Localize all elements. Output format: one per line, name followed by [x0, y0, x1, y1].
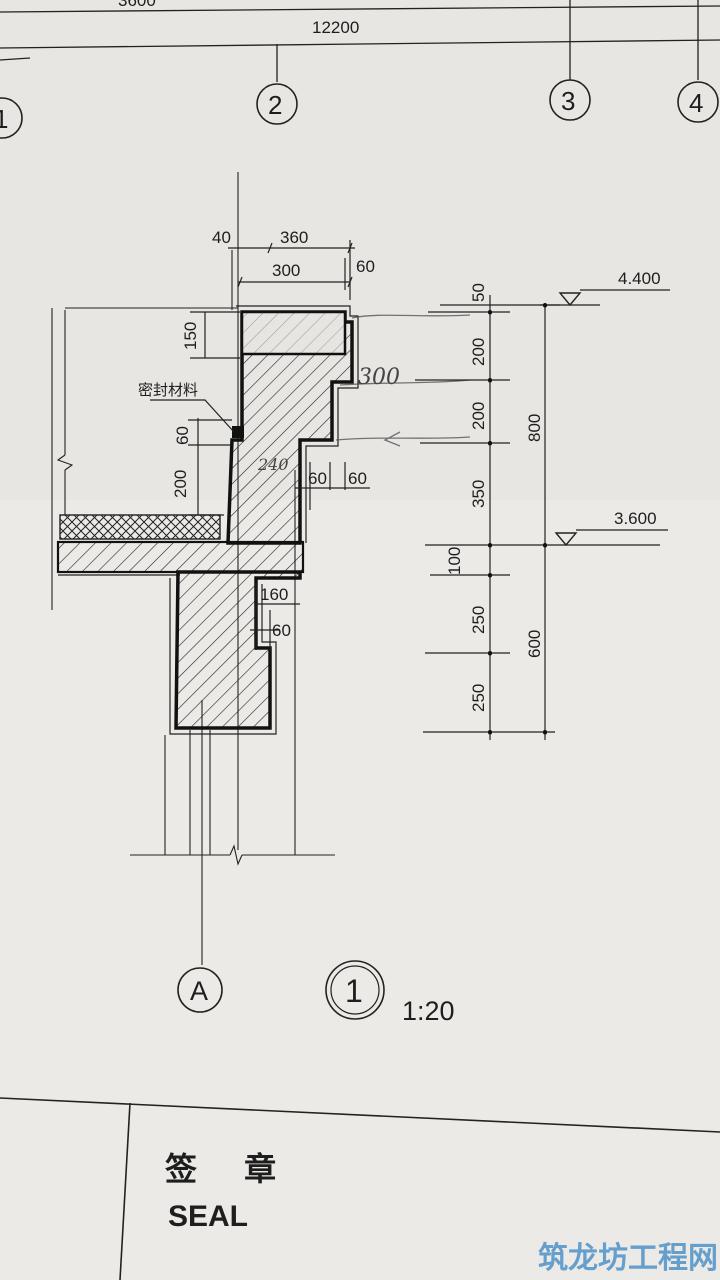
dim-top-clipped: 3600: [118, 0, 156, 10]
elevation-marker-mid: 3.600: [554, 509, 668, 547]
dim-seg-250a: 250: [469, 606, 488, 634]
right-dimension-ticks: [488, 303, 547, 735]
dim-step-60: 60: [308, 469, 327, 488]
axis-bubble-1: 1: [0, 97, 23, 139]
watermark: 筑龙坊工程网: [538, 1241, 718, 1276]
parapet-section: [226, 305, 359, 545]
seal-label-cn: 签 章: [165, 1150, 294, 1188]
dim-inner-300: 300: [272, 261, 300, 280]
sealant-label: 密封材料: [138, 382, 198, 399]
pencil-note-upper: 300: [358, 365, 400, 390]
axis-bubble-3-label: 3: [561, 86, 575, 116]
dim-total-12200: 12200: [312, 18, 359, 37]
axis-bubble-a: A: [177, 967, 223, 1013]
dim-beam-160: 160: [260, 585, 288, 604]
dim-outer-360: 360: [280, 228, 308, 247]
dim-offset-40: 40: [212, 228, 231, 247]
dim-seg-50: 50: [469, 283, 488, 302]
sealant-block: [232, 426, 244, 438]
dim-step2-60: 60: [348, 469, 367, 488]
seal-label-en: SEAL: [168, 1200, 248, 1233]
dim-seg-250b: 250: [469, 684, 488, 712]
dim-top-band-150: 150: [181, 322, 200, 350]
dim-lower-200: 200: [171, 470, 190, 498]
header-dimensions: [0, 0, 720, 82]
axis-bubble-4-label: 4: [689, 88, 703, 118]
axis-bubble-1-label: 1: [0, 104, 8, 134]
axis-bubble-2-label: 2: [268, 90, 282, 120]
pencil-annotations: [335, 314, 471, 447]
detail-number-bubble: 1: [325, 960, 385, 1020]
sealant-leader: [150, 399, 235, 433]
dim-seal-gap-60: 60: [173, 426, 192, 445]
roof-slab: [56, 540, 305, 576]
elevation-top-label: 4.400: [618, 269, 661, 288]
left-dimension-lines: [188, 311, 240, 516]
elevation-mid-label: 3.600: [614, 509, 657, 528]
dim-seg-350: 350: [469, 480, 488, 508]
width-dimension-lines: [228, 240, 355, 300]
axis-bubble-3: 3: [549, 79, 591, 121]
step-dimension-lines: [250, 462, 370, 650]
dim-seg-200b: 200: [469, 402, 488, 430]
axis-bubble-2: 2: [256, 83, 298, 125]
dim-seg-200a: 200: [469, 338, 488, 366]
dim-total-800: 800: [525, 414, 544, 442]
title-block-frame: [0, 1097, 720, 1280]
axis-bubble-a-label: A: [190, 976, 208, 1006]
elevation-marker-top: 4.400: [558, 269, 670, 307]
detail-scale: 1:20: [402, 996, 455, 1026]
detail-number-label: 1: [345, 973, 363, 1009]
axis-bubble-4: 4: [677, 81, 719, 123]
dim-beam-step-60: 60: [272, 621, 291, 640]
dim-lip-60: 60: [356, 257, 375, 276]
dim-total-600: 600: [525, 630, 544, 658]
roof-insulation-layer: [59, 514, 221, 540]
dim-seg-100: 100: [445, 547, 464, 575]
pencil-note-lower: 240: [257, 455, 289, 474]
